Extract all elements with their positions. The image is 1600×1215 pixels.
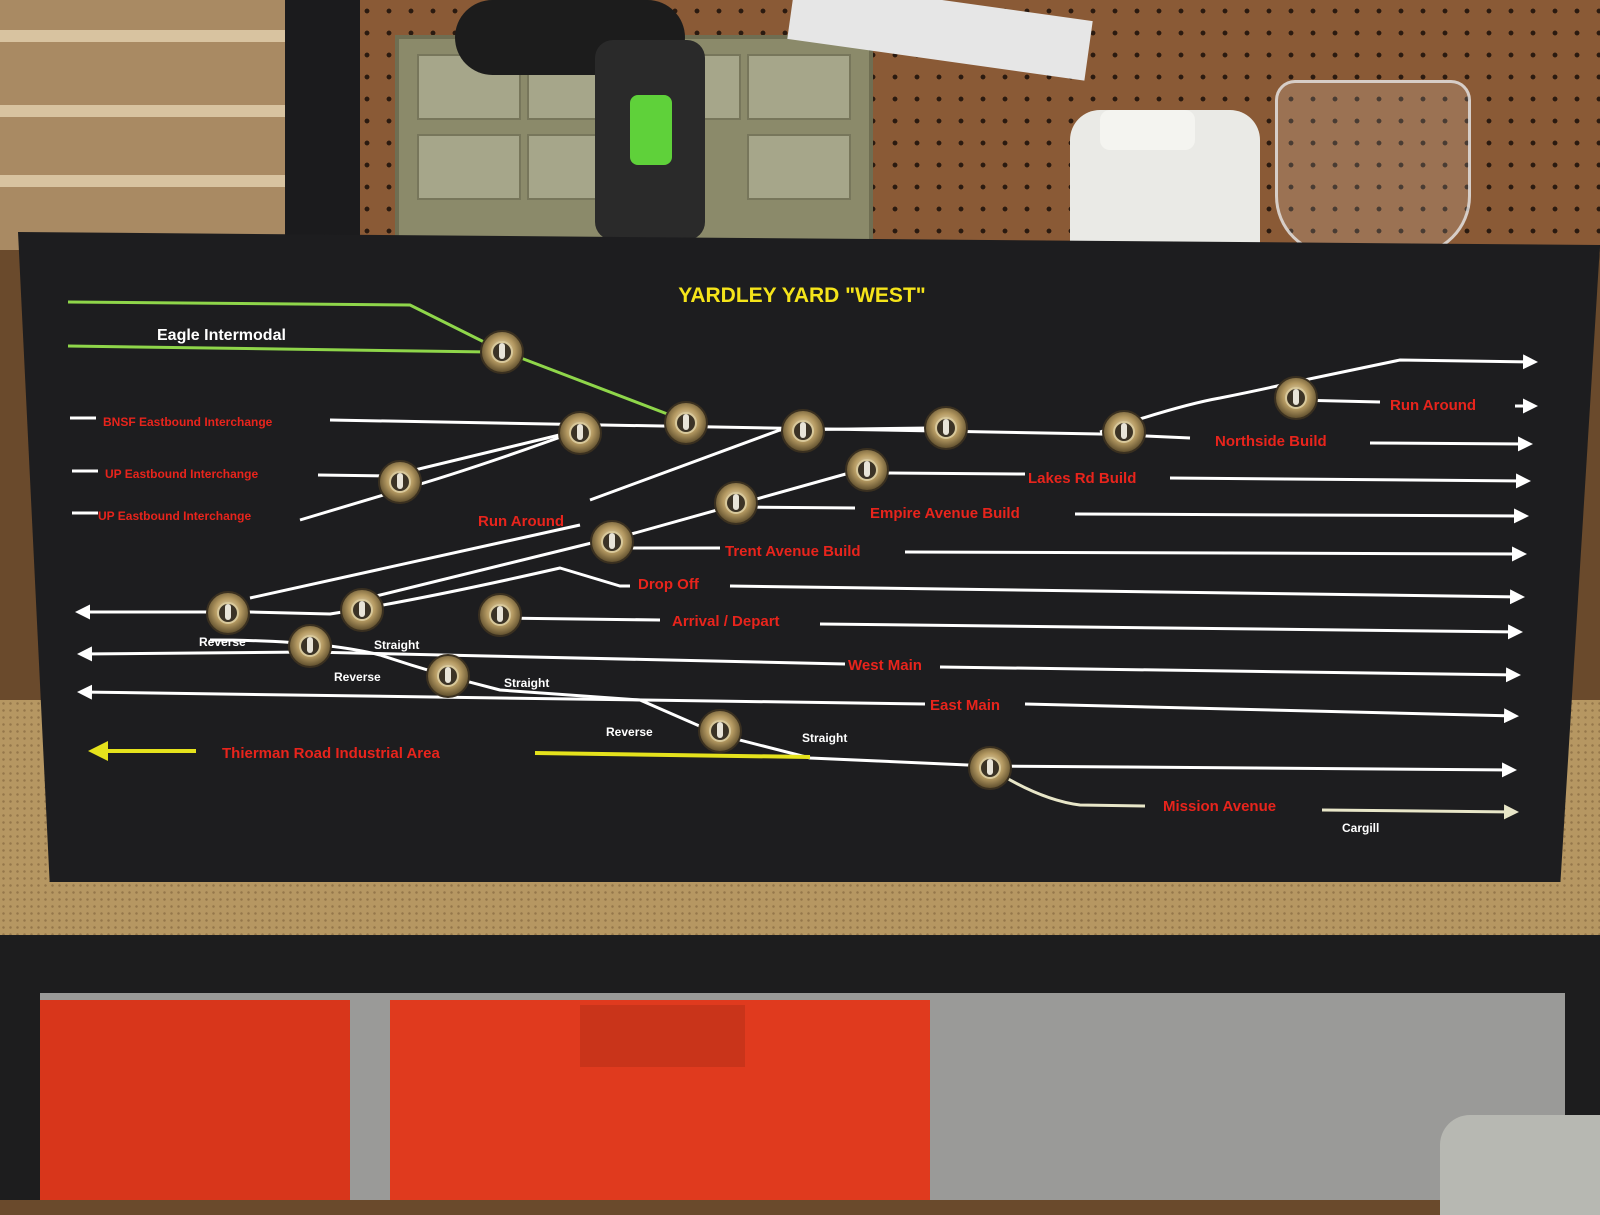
label-cargill: Cargill (1342, 821, 1379, 835)
red-crate-left (20, 1000, 350, 1200)
toggle-lever[interactable] (683, 414, 689, 430)
toggle-lever[interactable] (577, 424, 583, 440)
toggle-lever[interactable] (359, 601, 365, 617)
toggle-lever[interactable] (733, 494, 739, 510)
toggle-lever[interactable] (1293, 389, 1299, 405)
toggle-lever[interactable] (864, 461, 870, 477)
toggle-lever[interactable] (499, 343, 505, 359)
label-straight-2: Straight (504, 676, 549, 690)
label-west-main: West Main (848, 657, 922, 674)
shelf-post (285, 0, 360, 250)
workbench-edge (0, 935, 1600, 993)
label-east-main: East Main (930, 697, 1000, 714)
label-trent-avenue-build: Trent Avenue Build (725, 543, 861, 560)
toggle-switch[interactable] (664, 401, 708, 445)
toggle-lever[interactable] (987, 759, 993, 775)
toggle-switch[interactable] (845, 448, 889, 492)
label-run-around-left: Run Around (478, 513, 564, 530)
toggle-switch[interactable] (426, 654, 470, 698)
label-thierman-road: Thierman Road Industrial Area (222, 745, 440, 762)
toggle-lever[interactable] (445, 667, 451, 683)
toggle-switch[interactable] (968, 746, 1012, 790)
intermodal-track-upper (67, 300, 671, 417)
toggle-lever[interactable] (1121, 423, 1127, 439)
toggle-lever[interactable] (497, 606, 503, 622)
toggle-lever[interactable] (397, 473, 403, 489)
interchange-stubs (70, 416, 98, 515)
toggle-switch[interactable] (478, 593, 522, 637)
label-straight-3: Straight (802, 731, 847, 745)
toggle-switches[interactable] (206, 330, 1318, 790)
track-diagram-panel (18, 232, 1600, 882)
toggle-lever[interactable] (307, 637, 313, 653)
label-eagle-intermodal: Eagle Intermodal (157, 327, 286, 344)
toggle-lever[interactable] (225, 604, 231, 620)
toggle-switch[interactable] (590, 520, 634, 564)
label-up-eastbound-2: UP Eastbound Interchange (98, 509, 251, 523)
wine-glass (1275, 80, 1471, 256)
toggle-switch[interactable] (378, 460, 422, 504)
toggle-switch[interactable] (206, 591, 250, 635)
drill-trigger (630, 95, 672, 165)
industrial-tracks (88, 741, 811, 761)
toggle-lever[interactable] (717, 722, 723, 738)
toggle-switch[interactable] (288, 624, 332, 668)
toggle-switch[interactable] (340, 588, 384, 632)
label-straight-1: Straight (374, 638, 419, 652)
label-lakes-rd-build: Lakes Rd Build (1028, 470, 1136, 487)
intermodal-tracks (67, 300, 671, 417)
label-drop-off: Drop Off (638, 576, 700, 593)
label-arrival-depart: Arrival / Depart (672, 613, 780, 630)
toggle-switch[interactable] (714, 481, 758, 525)
label-reverse-3: Reverse (606, 725, 653, 739)
wooden-shelf (0, 0, 300, 250)
label-reverse-2: Reverse (334, 670, 381, 684)
toggle-lever[interactable] (800, 422, 806, 438)
intermodal-track-lower (67, 344, 491, 354)
toggle-switch[interactable] (924, 406, 968, 450)
toggle-lever[interactable] (609, 533, 615, 549)
toggle-switch[interactable] (558, 411, 602, 455)
toggle-switch[interactable] (781, 409, 825, 453)
bottle-cap (1100, 110, 1195, 150)
label-mission-avenue: Mission Avenue (1163, 798, 1276, 815)
toggle-lever[interactable] (943, 419, 949, 435)
label-run-around-right: Run Around (1390, 397, 1476, 414)
label-up-eastbound-1: UP Eastbound Interchange (105, 467, 258, 481)
panel-title: YARDLEY YARD "WEST" (678, 284, 925, 307)
toggle-switch[interactable] (1274, 376, 1318, 420)
label-bnsf-eastbound: BNSF Eastbound Interchange (103, 415, 273, 429)
cloth (1440, 1115, 1600, 1215)
toggle-switch[interactable] (698, 709, 742, 753)
toggle-switch[interactable] (1102, 410, 1146, 454)
table-leg (0, 993, 40, 1200)
toggle-switch[interactable] (480, 330, 524, 374)
crate-label (580, 1005, 745, 1067)
label-northside-build: Northside Build (1215, 433, 1327, 450)
label-reverse-1: Reverse (199, 635, 246, 649)
label-empire-avenue-build: Empire Avenue Build (870, 505, 1020, 522)
